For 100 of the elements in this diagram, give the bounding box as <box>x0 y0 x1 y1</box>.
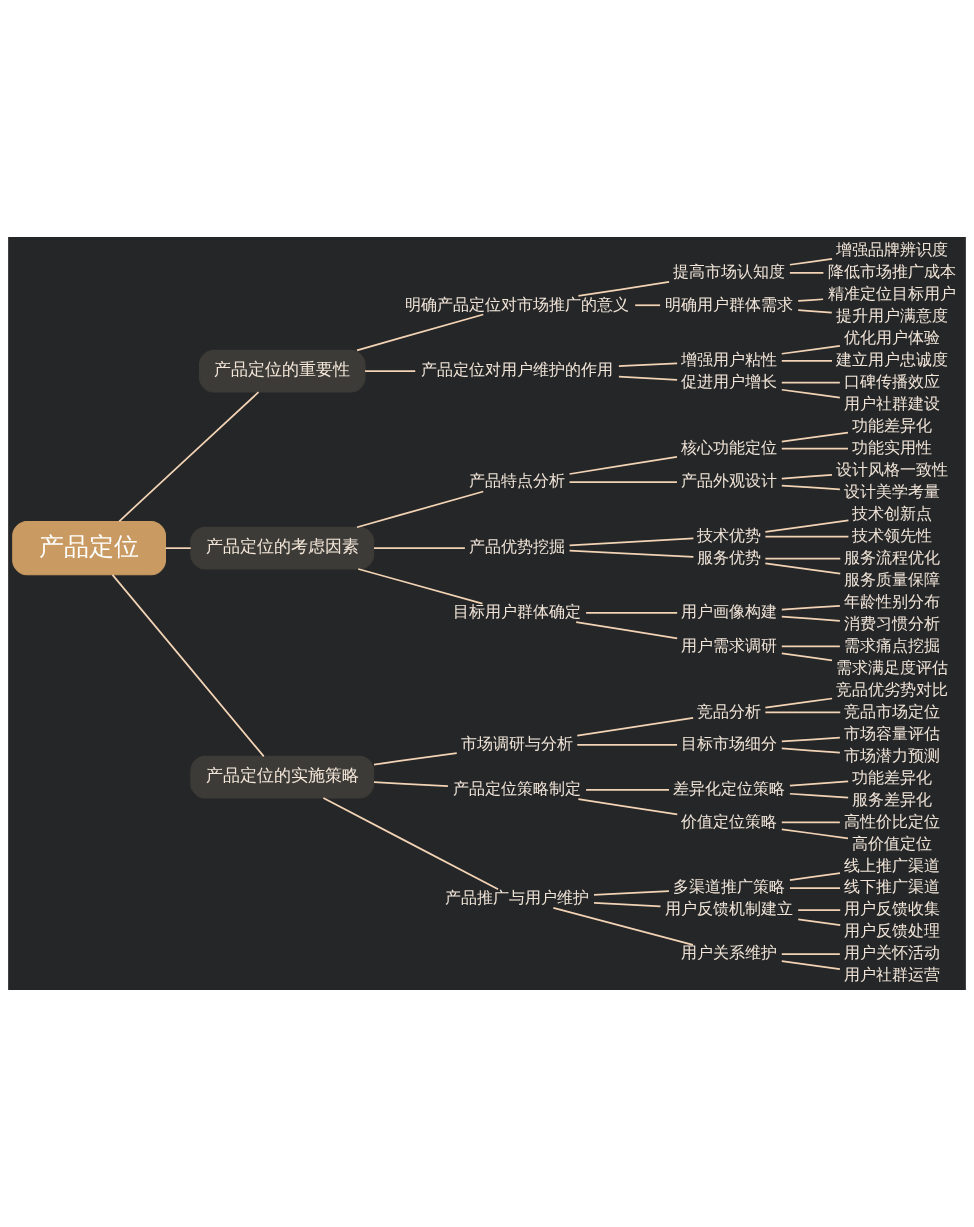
connector <box>577 281 670 297</box>
node-text: 目标用户群体确定 <box>453 602 582 622</box>
connector <box>764 562 842 575</box>
connector <box>780 960 841 970</box>
node-text: 服务流程优化 <box>844 547 941 567</box>
connector <box>764 557 842 560</box>
connector <box>780 604 841 611</box>
connector <box>789 258 833 266</box>
connector <box>789 780 850 787</box>
node-text: 产品外观设计 <box>681 471 778 491</box>
node-text: 功能差异化 <box>852 767 933 787</box>
connector <box>575 621 679 640</box>
connector <box>797 298 824 302</box>
node-text: 产品推广与用户维护 <box>445 887 590 907</box>
node-text: 明确产品定位对市场推广的意义 <box>405 294 630 314</box>
node-text: 用户社群建设 <box>844 394 941 413</box>
node-text: 增强用户粘性 <box>681 350 778 370</box>
node-text: 功能差异化 <box>852 415 933 435</box>
connector <box>780 645 841 648</box>
connector <box>373 781 449 788</box>
node-text: 技术创新点 <box>852 503 933 523</box>
connector <box>593 890 670 896</box>
connector <box>789 792 850 799</box>
connector <box>322 797 499 891</box>
connector <box>789 872 841 881</box>
node-text: 建立用户忠诚度 <box>836 350 949 370</box>
node-text: 明确用户群体需求 <box>665 294 794 314</box>
node-text: 线上推广渠道 <box>844 855 941 875</box>
node-text: 需求满足度评估 <box>836 657 949 677</box>
connector <box>797 909 842 912</box>
connector <box>780 615 841 622</box>
node-text: 产品优势挖掘 <box>469 537 566 557</box>
connector <box>780 431 849 443</box>
connector <box>780 747 841 754</box>
connector <box>552 907 694 946</box>
connector <box>780 828 849 840</box>
connector <box>585 789 670 791</box>
node-text: 提高市场认知度 <box>673 262 786 282</box>
node-text: 用户反馈机制建立 <box>665 899 794 919</box>
node-text: 竞品市场定位 <box>844 701 941 721</box>
connector <box>618 375 678 381</box>
node-text: 消费习惯分析 <box>844 613 941 633</box>
connector <box>780 484 841 491</box>
connector <box>164 547 192 549</box>
node-box: 产品定位的考虑因素 <box>190 526 375 570</box>
node-text: 用户社群运营 <box>844 965 941 985</box>
connector <box>373 547 466 549</box>
node-text: 用户关系维护 <box>681 943 778 963</box>
node-text: 核心功能定位 <box>681 437 778 457</box>
node-text: 差异化定位策略 <box>673 779 786 799</box>
node-text: 用户反馈收集 <box>844 899 941 919</box>
node-text: 竞品优劣势对比 <box>836 679 949 699</box>
node-text: 设计风格一致性 <box>836 459 949 479</box>
connector <box>364 370 417 373</box>
connector <box>780 652 833 662</box>
connector <box>797 918 842 927</box>
node-box: 产品定位 <box>12 520 166 576</box>
connector <box>780 821 841 824</box>
connector <box>797 309 833 314</box>
node-text: 提升用户满意度 <box>836 306 949 326</box>
connector <box>780 736 841 743</box>
connector <box>568 481 678 484</box>
connector <box>764 711 842 714</box>
node-text: 年龄性别分布 <box>844 591 941 611</box>
connector <box>585 612 679 614</box>
node-text: 降低市场推广成本 <box>828 262 957 282</box>
node-text: 用户关怀活动 <box>844 943 941 963</box>
node-text: 价值定位策略 <box>681 811 778 831</box>
connector <box>111 574 265 758</box>
connector <box>568 549 695 558</box>
connector <box>576 716 695 737</box>
node-text: 高性价比定位 <box>844 811 941 831</box>
connector <box>576 743 678 746</box>
connector <box>789 887 841 890</box>
node-text: 技术领先性 <box>852 525 933 545</box>
node-box: 产品定位的实施策略 <box>190 755 375 799</box>
node-text: 口碑传播效应 <box>844 372 941 392</box>
node-text: 服务差异化 <box>852 789 933 809</box>
node-text: 技术优势 <box>697 525 762 545</box>
node-text: 竞品分析 <box>697 701 762 721</box>
node-text: 产品定位对用户维护的作用 <box>421 360 614 380</box>
node-text: 服务优势 <box>697 547 762 567</box>
connector <box>373 752 458 766</box>
connector <box>764 697 833 709</box>
node-text: 设计美学考量 <box>844 481 941 501</box>
node-text: 优化用户体验 <box>844 328 941 348</box>
connector <box>356 313 485 352</box>
connector <box>577 798 679 816</box>
connector <box>780 344 841 355</box>
connector <box>764 519 850 533</box>
node-box: 产品定位的重要性 <box>199 349 366 393</box>
node-text: 市场调研与分析 <box>461 734 574 754</box>
connector <box>568 456 678 475</box>
node-text: 用户需求调研 <box>681 635 778 655</box>
node-text: 多渠道推广策略 <box>673 877 786 897</box>
node-text: 增强品牌辨识度 <box>836 240 949 260</box>
node-text: 用户画像构建 <box>681 602 778 622</box>
node-text: 促进用户增长 <box>681 372 778 392</box>
node-text: 用户反馈处理 <box>844 921 941 941</box>
connector <box>780 447 849 450</box>
